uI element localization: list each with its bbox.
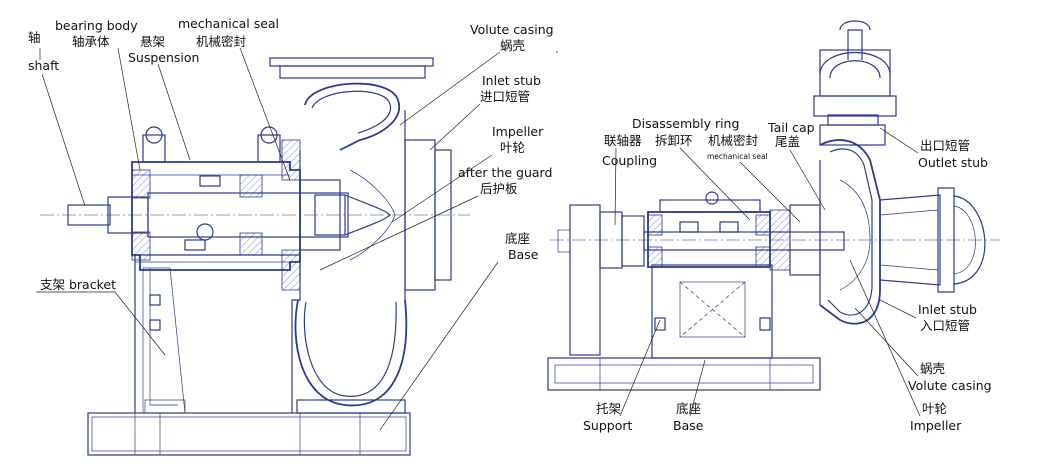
label-impeller-en: Impeller xyxy=(492,124,544,139)
label-volute-cn: 蜗壳 xyxy=(500,38,525,53)
right-inlet xyxy=(879,187,986,293)
left-leaders xyxy=(36,47,558,431)
left-bracket xyxy=(134,254,301,414)
right-seal xyxy=(769,160,821,305)
right-labels: Disassembly ring 联轴器 拆卸环 机械密封 Tail cap 尾… xyxy=(583,116,992,433)
label-guard-cn: 后护板 xyxy=(480,181,518,196)
label-suspension-cn: 悬架 xyxy=(140,34,165,49)
label-volute-cn-r: 蜗壳 xyxy=(920,361,945,376)
label-bearing-body-en: bearing body xyxy=(55,18,138,33)
label-volute-en: Volute casing xyxy=(470,22,554,37)
label-volute-en-r: Volute casing xyxy=(908,378,992,393)
label-mech-seal-en-r: mechanical seal xyxy=(707,152,768,161)
left-pump-drawing xyxy=(40,57,470,456)
label-guard-en: after the guard xyxy=(458,165,552,180)
label-base-en: Base xyxy=(508,247,539,262)
label-coupling-cn: 联轴器 xyxy=(604,133,642,148)
label-shaft-cn: 轴 xyxy=(28,30,41,45)
label-inlet-en-r: Inlet stub xyxy=(918,302,977,317)
label-suspension-en: Suspension xyxy=(128,50,199,65)
right-volute xyxy=(813,20,897,325)
label-shaft-en: shaft xyxy=(28,58,59,73)
label-base-cn: 底座 xyxy=(505,231,530,246)
label-outlet-en: Outlet stub xyxy=(918,155,988,170)
right-base xyxy=(547,357,821,391)
label-mech-seal-en: mechanical seal xyxy=(178,16,279,31)
left-volute xyxy=(269,57,452,414)
label-inlet-en: Inlet stub xyxy=(482,73,541,88)
label-tail-cap-cn: 尾盖 xyxy=(775,134,800,149)
right-bearing-housing xyxy=(643,191,845,268)
left-base xyxy=(87,412,411,456)
right-leaders xyxy=(614,127,921,417)
label-bearing-body-cn: 轴承体 xyxy=(72,34,110,49)
label-mech-seal-cn: 机械密封 xyxy=(196,34,246,49)
left-labels: 轴 shaft bearing body 轴承体 悬架 Suspension m… xyxy=(28,16,554,292)
label-impeller-cn-r: 叶轮 xyxy=(922,401,947,416)
label-outlet-cn: 出口短管 xyxy=(920,138,970,153)
label-base-en-r: Base xyxy=(673,418,704,433)
label-bracket: 支架 bracket xyxy=(40,277,116,292)
label-mech-seal-cn-r: 机械密封 xyxy=(708,133,758,148)
label-inlet-cn: 进口短管 xyxy=(480,89,530,104)
label-inlet-cn-r: 入口短管 xyxy=(920,318,970,333)
label-coupling-en: Coupling xyxy=(602,153,657,168)
left-bearing-housing xyxy=(131,126,301,271)
label-disassembly-cn: 拆卸环 xyxy=(655,133,693,148)
label-base-cn-r: 底座 xyxy=(676,401,701,416)
label-support-en: Support xyxy=(583,418,633,433)
label-impeller-en-r: Impeller xyxy=(910,418,962,433)
label-impeller-cn: 叶轮 xyxy=(500,140,525,155)
right-support xyxy=(651,264,773,359)
right-pump-drawing xyxy=(547,20,1000,391)
left-seal xyxy=(281,139,346,291)
label-support-cn: 托架 xyxy=(596,401,621,416)
label-disassembly-en: Disassembly ring xyxy=(632,116,739,131)
label-tail-cap-en: Tail cap xyxy=(767,120,815,135)
